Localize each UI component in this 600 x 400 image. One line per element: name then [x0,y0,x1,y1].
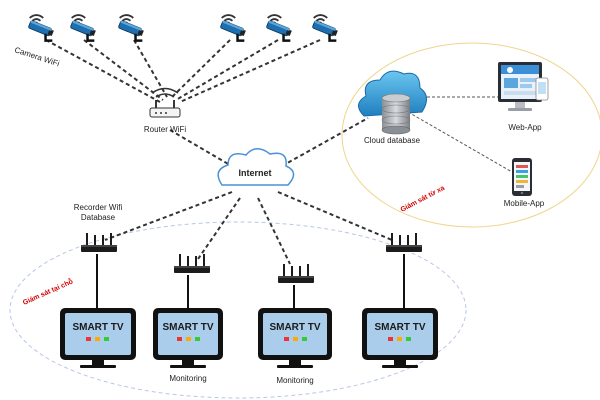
web-app-label: Web-App [508,123,542,132]
link-internet-monitor-3 [277,191,393,241]
camera-4-icon [218,13,248,42]
camera-6-icon [310,13,340,42]
link-router-internet [169,129,236,169]
smart-tv-3: SMART TV [258,308,332,368]
camera-2-icon [68,13,98,42]
mobile-app-phone-icon [512,158,532,196]
smart-tv-1: SMART TV [60,308,136,368]
smart-tv-4: SMART TV [362,308,438,368]
link-internet-recorder [104,191,233,241]
cloud-database-label: Cloud database [364,136,421,145]
monitor-router-2-icon [276,263,316,285]
monitoring-label-2: Monitoring [276,376,313,385]
link-internet-monitor-1 [195,197,241,263]
recorder-label-line1: Recorder Wifi [74,203,123,212]
router-wifi-icon [149,87,181,118]
mobile-app-label: Mobile-App [504,199,545,208]
tv-cables [96,254,405,310]
internet-cloud-icon [217,148,295,186]
web-app-monitor-icon [498,62,549,111]
link-internet-monitor-2 [257,197,291,265]
link-camera-3 [133,39,168,98]
local-monitoring-label: Giám sát tại chỗ [21,277,74,307]
link-camera-2 [83,39,164,101]
smart-tv-2-text: SMART TV [162,322,213,333]
camera-wifi-label: Camera WiFi [13,45,60,68]
monitor-router-3-icon [384,232,424,254]
camera-wifi-icons [26,13,340,42]
internet-label: Internet [238,168,271,178]
smart-tv-2: SMART TV [153,308,223,368]
smart-tv-1-text: SMART TV [72,322,123,333]
remote-monitoring-zone [341,42,600,228]
smart-tv-3-text: SMART TV [269,322,320,333]
local-monitoring-zone [9,221,467,399]
link-internet-cloud [281,117,369,167]
recorder-wifi-icon [79,232,119,254]
monitoring-label-1: Monitoring [169,374,206,383]
smart-tv-4-text: SMART TV [374,322,425,333]
remote-monitoring-label: Giám sát từ xa [400,185,446,214]
link-camera-5 [175,39,279,101]
recorder-label-line2: Database [81,213,116,222]
link-camera-6 [179,39,321,103]
router-wifi-label: Router WiFi [144,125,186,134]
link-camera-1 [45,39,161,103]
network-links [45,39,393,265]
camera-1-icon [26,13,56,42]
camera-3-icon [116,13,146,42]
link-camera-4 [171,39,231,98]
camera-5-icon [264,13,294,42]
link-cloud-mobileapp [407,111,513,173]
cloud-database-icon [358,70,427,135]
monitor-router-1-icon [172,253,212,275]
